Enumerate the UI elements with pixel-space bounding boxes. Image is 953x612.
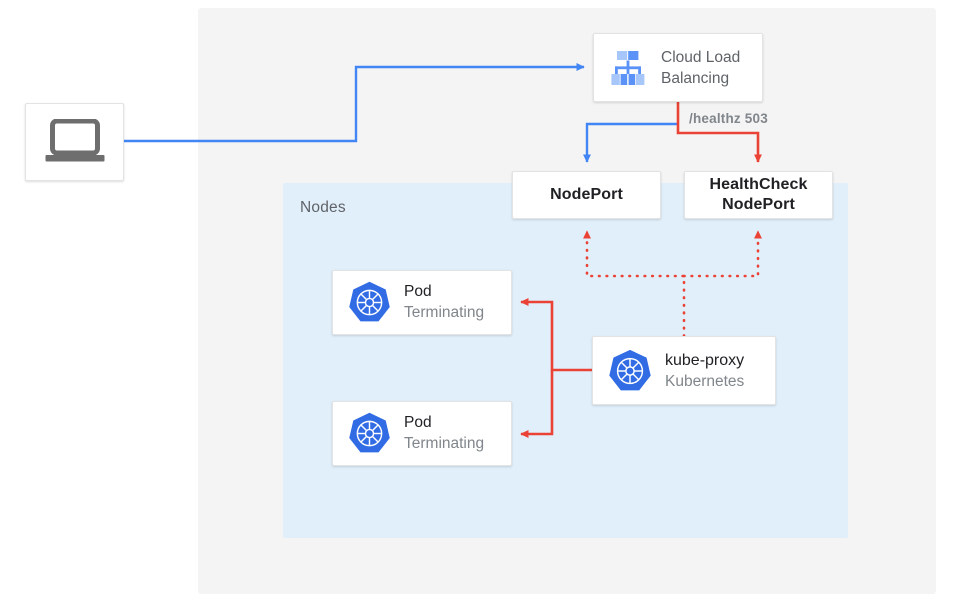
kubernetes-icon <box>609 349 651 390</box>
healthcheck-nodeport-label: HealthCheck NodePort <box>709 175 807 215</box>
cloud-load-balancing-icon <box>611 50 645 85</box>
pod-text-2: Pod Terminating <box>404 413 484 454</box>
healthz-edge-label: /healthz 503 <box>689 111 768 126</box>
kube-proxy-text: kube-proxy Kubernetes <box>665 350 744 392</box>
pod-title-2: Pod <box>404 414 432 431</box>
kube-proxy-title: kube-proxy <box>665 351 745 369</box>
cloud-load-balancing-label-line2: Balancing <box>661 69 730 87</box>
edge-kubeproxy-to-pod-bottom <box>520 370 554 438</box>
cloud-load-balancing-label: Cloud Load Balancing <box>661 47 740 89</box>
healthcheck-nodeport-label-line2: NodePort <box>722 196 795 213</box>
nodes-group-label: Nodes <box>300 199 346 216</box>
pod-subtitle-1: Terminating <box>404 304 485 321</box>
edge-loadbalancer-to-nodeport <box>583 122 678 163</box>
cloud-load-balancing-label-line1: Cloud Load <box>661 48 741 66</box>
pod-text-1: Pod Terminating <box>404 282 484 323</box>
healthcheck-nodeport-label-line1: HealthCheck <box>709 176 808 193</box>
pod-card-1[interactable]: Pod Terminating <box>332 270 512 335</box>
pod-subtitle-2: Terminating <box>404 435 485 452</box>
edge-kubeproxy-to-nodeport-dotted <box>583 229 686 338</box>
nodeport-label: NodePort <box>550 186 623 203</box>
edge-kubeproxy-to-healthcheck-nodeport-dotted <box>682 229 762 278</box>
kube-proxy-card[interactable]: kube-proxy Kubernetes <box>592 336 776 405</box>
kubernetes-icon <box>349 412 390 453</box>
kube-proxy-subtitle: Kubernetes <box>665 372 745 390</box>
nodeport-card[interactable]: NodePort <box>512 171 661 219</box>
edge-client-to-loadbalancer <box>124 63 585 143</box>
pod-card-2[interactable]: Pod Terminating <box>332 401 512 466</box>
edge-loadbalancer-healthz-to-healthcheck-nodeport <box>676 102 762 163</box>
cloud-load-balancing-card[interactable]: Cloud Load Balancing <box>593 33 763 102</box>
kubernetes-icon <box>349 281 390 322</box>
client-laptop-card[interactable] <box>25 103 124 181</box>
pod-title-1: Pod <box>404 283 432 300</box>
edge-kubeproxy-to-pod-top <box>520 298 592 372</box>
laptop-icon <box>45 119 104 162</box>
healthcheck-nodeport-card[interactable]: HealthCheck NodePort <box>684 171 833 219</box>
